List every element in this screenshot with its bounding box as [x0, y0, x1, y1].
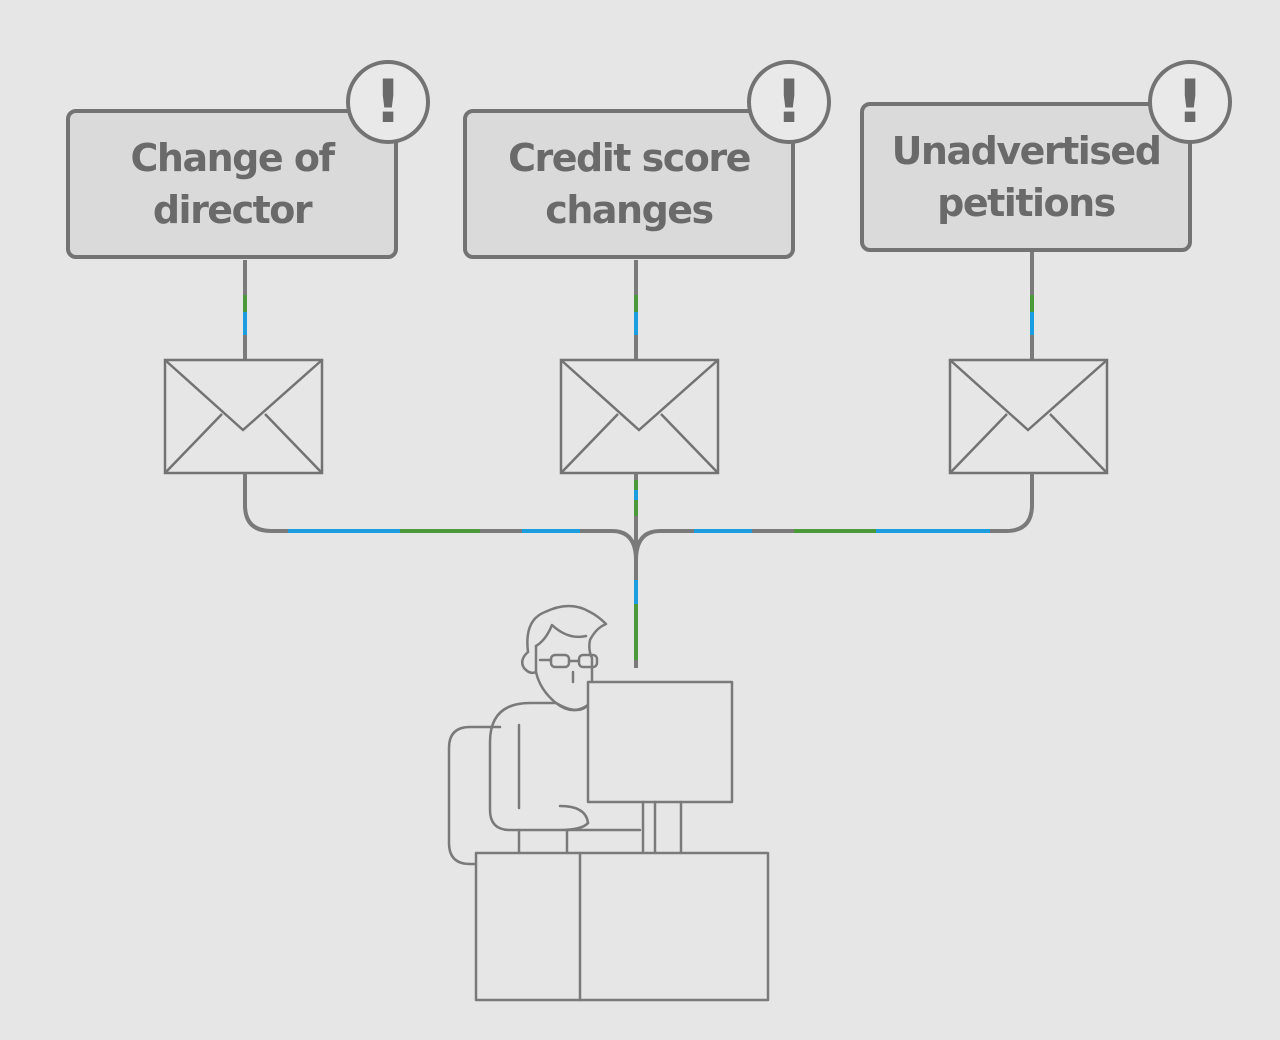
exclamation-icon: !: [747, 60, 831, 144]
alert-card-label: Change of director: [130, 136, 335, 232]
person-at-computer-icon: [447, 604, 770, 1002]
envelope-icon: [948, 358, 1109, 475]
connector-merge: [243, 473, 1034, 668]
envelope-icon: [559, 358, 720, 475]
exclamation-icon: !: [1148, 60, 1232, 144]
envelope-icon: [163, 358, 324, 475]
alert-card-change-of-director[interactable]: Change of director: [66, 109, 398, 259]
alert-card-credit-score-changes[interactable]: Credit score changes: [463, 109, 795, 259]
alert-card-label: Credit score changes: [508, 136, 751, 232]
alert-card-label: Unadvertised petitions: [891, 129, 1162, 225]
chair-icon: [447, 725, 502, 866]
alert-card-unadvertised-petitions[interactable]: Unadvertised petitions: [860, 102, 1192, 252]
exclamation-icon: !: [346, 60, 430, 144]
